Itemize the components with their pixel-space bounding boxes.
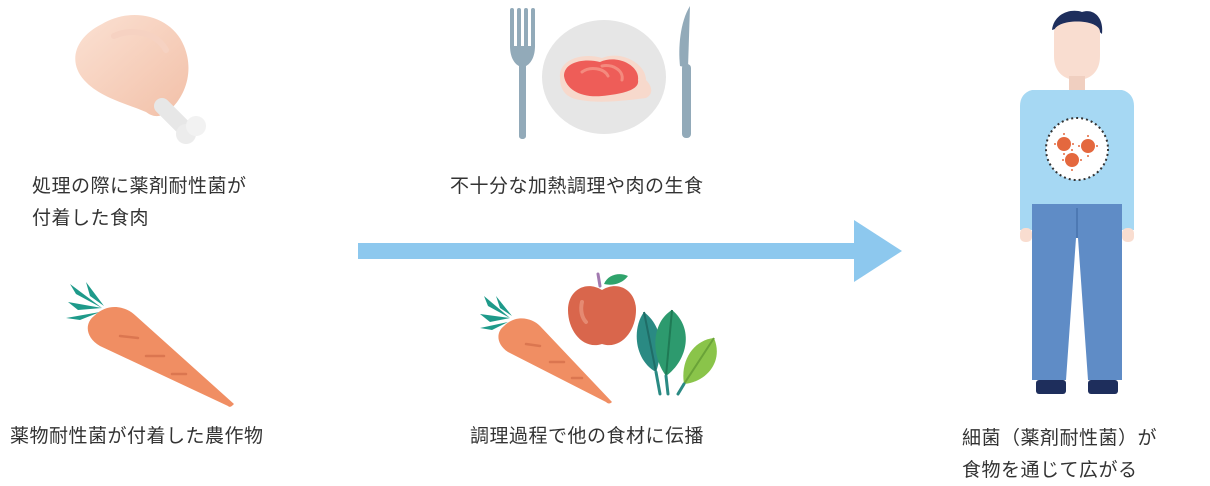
meat-label: 処理の際に薬剤耐性菌が 付着した食肉	[32, 170, 247, 234]
human-label-line-2: 食物を通じて広がる	[962, 459, 1138, 481]
spread-label: 調理過程で他の食材に伝播	[470, 425, 705, 447]
carrot-icon	[66, 282, 234, 407]
chicken-drumstick-icon	[75, 15, 206, 144]
spinach-icon	[636, 309, 717, 396]
meat-label-line-1: 処理の際に薬剤耐性菌が	[32, 175, 247, 197]
human-label: 細菌（薬剤耐性菌）が 食物を通じて広がる	[962, 422, 1157, 486]
meat-label-line-2: 付着した食肉	[32, 207, 150, 229]
cooking-label: 不十分な加熱調理や肉の生食	[450, 175, 704, 197]
human-label-line-1: 細菌（薬剤耐性菌）が	[962, 427, 1158, 449]
carrot-icon	[480, 296, 612, 404]
knife-icon	[679, 6, 691, 138]
person-icon	[1020, 10, 1134, 394]
fork-icon	[510, 8, 535, 139]
apple-icon	[568, 272, 636, 346]
arrow-icon	[358, 220, 902, 282]
crops-label: 薬物耐性菌が付着した農作物	[10, 425, 264, 447]
steak-plate-icon	[542, 20, 666, 134]
bacteria-icon	[1045, 117, 1109, 181]
